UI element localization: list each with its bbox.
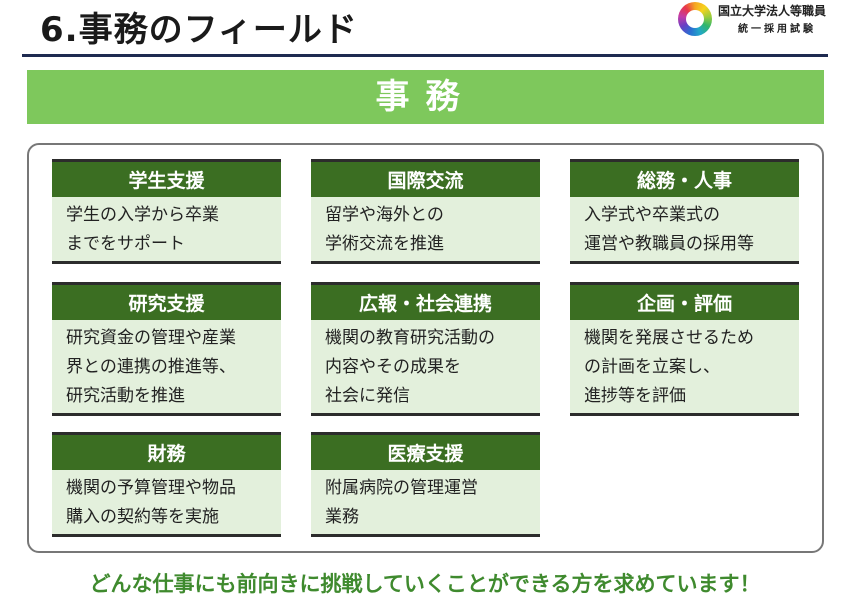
card-body: 附属病院の管理運営 業務 (311, 470, 540, 537)
logo-ring-icon (678, 2, 712, 36)
card-heading: 総務・人事 (570, 159, 799, 197)
card-heading: 学生支援 (52, 159, 281, 197)
field-card: 財務機関の予算管理や物品 購入の契約等を実施 (52, 432, 281, 537)
title-divider (22, 54, 828, 57)
logo-line2: 統一採用試験 (738, 24, 816, 35)
field-card: 広報・社会連携機関の教育研究活動の 内容やその成果を 社会に発信 (311, 282, 540, 416)
card-heading: 財務 (52, 432, 281, 470)
card-body: 機関の予算管理や物品 購入の契約等を実施 (52, 470, 281, 537)
card-heading: 国際交流 (311, 159, 540, 197)
card-heading: 企画・評価 (570, 282, 799, 320)
card-heading: 研究支援 (52, 282, 281, 320)
card-body: 機関を発展させるため の計画を立案し、 進捗等を評価 (570, 320, 799, 416)
card-body: 学生の入学から卒業 までをサポート (52, 197, 281, 264)
footer-message: どんな仕事にも前向きに挑戦していくことができる方を求めています！ (89, 572, 761, 596)
fields-container (27, 143, 824, 553)
card-body: 機関の教育研究活動の 内容やその成果を 社会に発信 (311, 320, 540, 416)
field-card: 学生支援学生の入学から卒業 までをサポート (52, 159, 281, 264)
logo: 国立大学法人等職員 統一採用試験 (676, 0, 846, 40)
logo-line1: 国立大学法人等職員 (718, 4, 827, 18)
field-card: 研究支援研究資金の管理や産業 界との連携の推進等、 研究活動を推進 (52, 282, 281, 416)
card-heading: 広報・社会連携 (311, 282, 540, 320)
page-title: 6.事務のフィールド (40, 10, 358, 50)
field-card: 医療支援附属病院の管理運営 業務 (311, 432, 540, 537)
card-body: 留学や海外との 学術交流を推進 (311, 197, 540, 264)
card-body: 研究資金の管理や産業 界との連携の推進等、 研究活動を推進 (52, 320, 281, 416)
card-body: 入学式や卒業式の 運営や教職員の採用等 (570, 197, 799, 264)
field-card: 企画・評価機関を発展させるため の計画を立案し、 進捗等を評価 (570, 282, 799, 416)
card-heading: 医療支援 (311, 432, 540, 470)
section-banner: 事務 (27, 70, 824, 124)
field-card: 総務・人事入学式や卒業式の 運営や教職員の採用等 (570, 159, 799, 264)
field-card: 国際交流留学や海外との 学術交流を推進 (311, 159, 540, 264)
